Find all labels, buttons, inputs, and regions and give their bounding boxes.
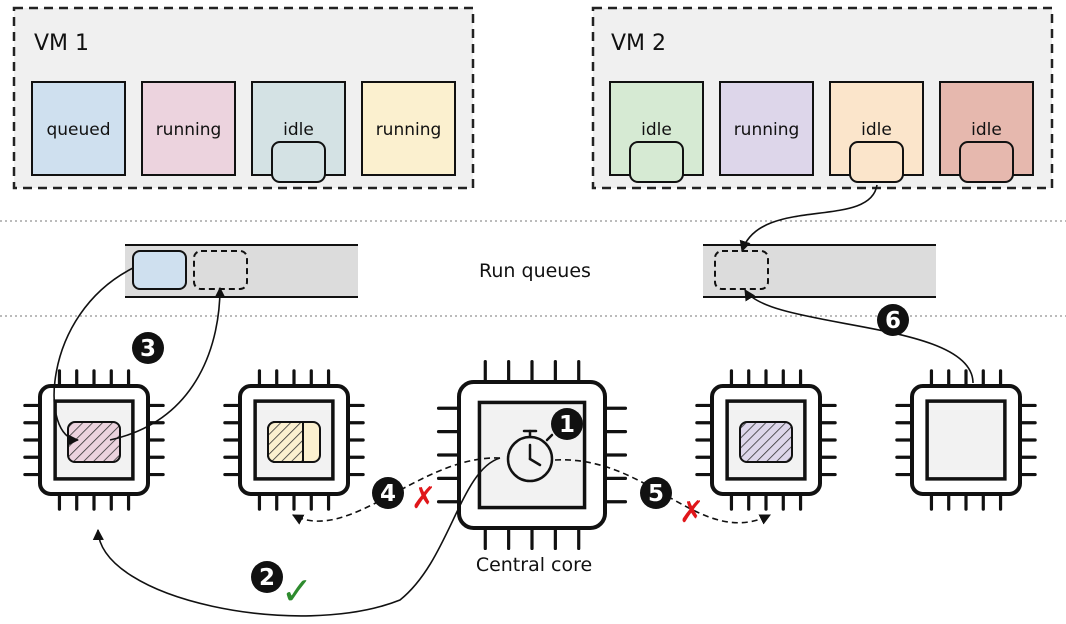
arrow-ipi-skipped-left [292, 457, 501, 525]
vm1-title: VM 1 [34, 31, 89, 56]
step-badge-6: 6 [877, 304, 909, 336]
vcpu-box: running [361, 81, 456, 176]
central-core [436, 359, 628, 551]
vcpu-box: idle [939, 81, 1034, 183]
run-queue-right [703, 244, 936, 298]
arrow-enqueue [109, 286, 226, 441]
idle-vcpu-token [849, 141, 904, 183]
step-badge-2: 2 [251, 561, 283, 593]
running-vcpu-on-core [739, 421, 793, 463]
step-badge-5: 5 [640, 477, 672, 509]
arrow-vm2-to-queue [739, 184, 878, 253]
vcpu-boxes: queued running idle running idle running idle i… [31, 81, 1034, 183]
vcpu-state-label: idle [971, 120, 1002, 140]
run-queue-left [125, 244, 358, 298]
step-badges: 1 2 3 4 5 6 [132, 304, 909, 593]
central-core-label: Central core [476, 554, 592, 576]
run-queues-label: Run queues [479, 260, 591, 282]
arrow-ipi-skipped-right [554, 459, 772, 525]
step-number: 6 [885, 308, 901, 334]
idle-vcpu-token [629, 141, 684, 183]
fail-mark: ✗ [411, 481, 436, 516]
vcpu-box: idle [609, 81, 704, 183]
step-number: 1 [559, 412, 575, 438]
vcpu-state-label: idle [283, 120, 314, 140]
vcpu-box: running [719, 81, 814, 176]
idle-vcpu-token [271, 141, 326, 183]
vcpu-state-label: idle [641, 120, 672, 140]
vcpu-box: running [141, 81, 236, 176]
vcpu-state-label: queued [46, 120, 110, 140]
step-number: 5 [648, 481, 664, 507]
running-vcpu-on-core [67, 421, 121, 463]
running-vcpu-on-core [267, 421, 321, 463]
vcpu-box: idle [251, 81, 346, 183]
step-number: 3 [140, 336, 156, 362]
vcpu-state-label: running [376, 120, 442, 140]
queued-vcpu-slot [132, 250, 187, 290]
empty-queue-slot [714, 250, 769, 290]
cpu-core [895, 369, 1037, 511]
vcpu-state-label: idle [861, 120, 892, 140]
vm2-title: VM 2 [611, 31, 666, 56]
step-number: 2 [259, 565, 275, 591]
fail-mark: ✗ [679, 495, 704, 530]
step-badge-4: 4 [372, 477, 404, 509]
success-mark: ✓ [281, 569, 313, 613]
vcpu-state-label: running [156, 120, 222, 140]
vcpu-box: idle [829, 81, 924, 183]
arrows [53, 184, 974, 617]
step-badge-3: 3 [132, 332, 164, 364]
arrow-ipi-success [92, 457, 501, 617]
arrow-core-to-queue [744, 289, 974, 384]
vcpu-box: queued [31, 81, 126, 176]
vcpu-state-label: running [734, 120, 800, 140]
arrow-dequeue [53, 267, 134, 446]
step-number: 4 [380, 481, 396, 507]
idle-vcpu-token [959, 141, 1014, 183]
step-badge-1: 1 [551, 408, 583, 440]
stopwatch-icon [506, 429, 554, 483]
